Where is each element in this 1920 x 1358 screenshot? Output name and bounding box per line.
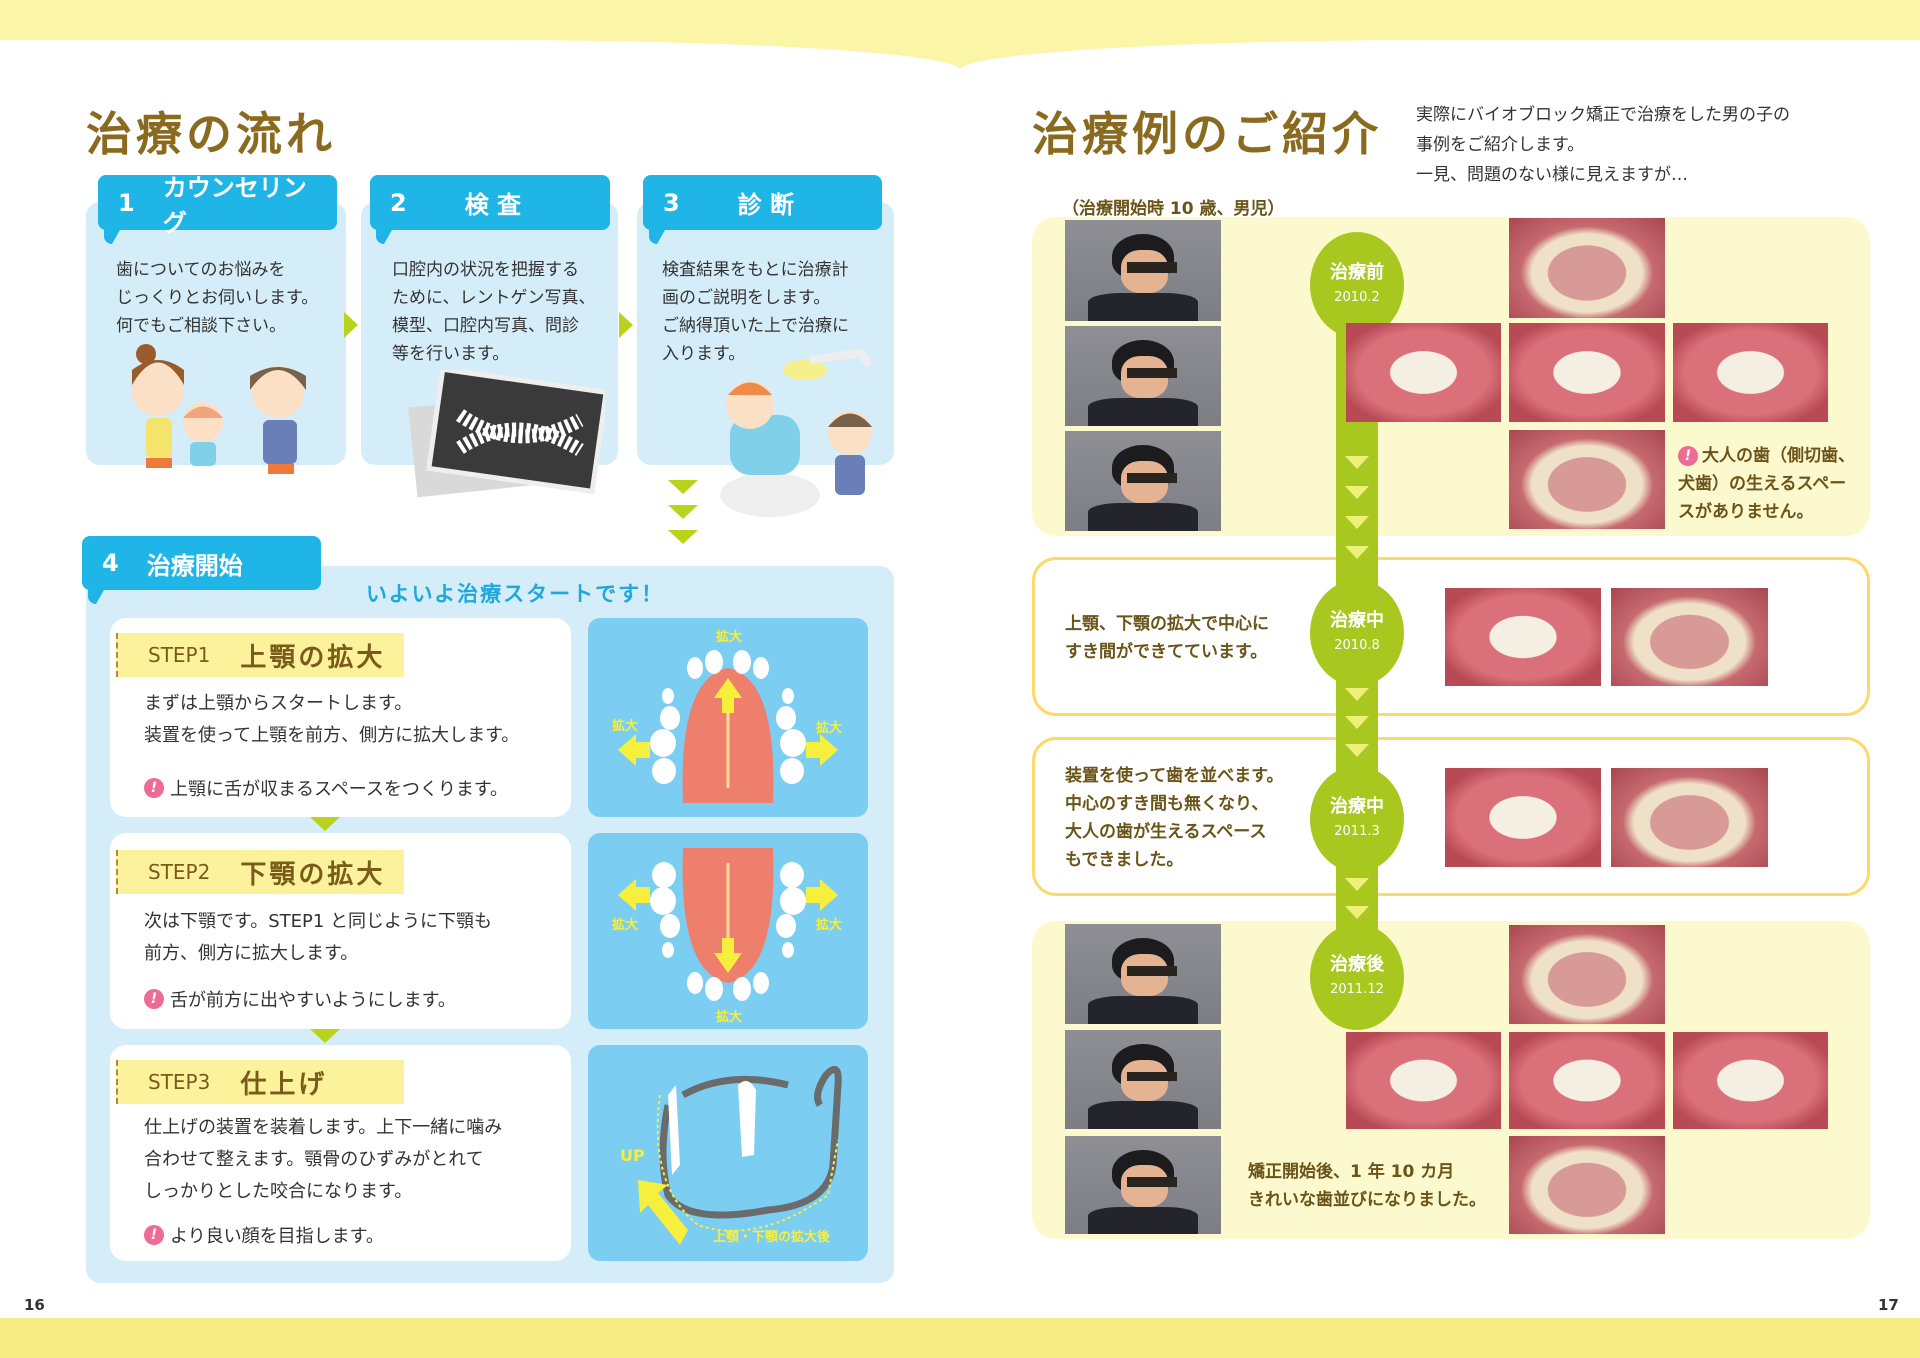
teeth-photo-front [1445, 768, 1601, 867]
page-number: 16 [24, 1296, 45, 1314]
timeline-arrow-icon [1345, 906, 1369, 919]
bottom-band [0, 1318, 1920, 1358]
before-note: ! 大人の歯（側切歯、犬歯）の生えるスペースがありません。 [1678, 446, 1855, 522]
page-title: 治療例のご紹介 [1032, 107, 1382, 161]
exclamation-icon: ! [144, 778, 164, 798]
expand-label: 拡大 [716, 629, 742, 645]
timeline-arrow-icon [1345, 486, 1369, 499]
intro-text: 実際にバイオブロック矯正で治療をした男の子の事例をご紹介します。一見、問題のない… [1416, 105, 1790, 185]
page-title: 治療の流れ [86, 107, 336, 161]
step1-text: まずは上顎からスタートします。装置を使って上顎を前方、側方に拡大します。 [144, 693, 520, 746]
teeth-photo-lower [1509, 430, 1665, 529]
face-photo-three-quarter [1065, 326, 1221, 426]
expand-label: 拡大 [716, 1009, 742, 1025]
card-text: 歯についてのお悩みをじっくりとお伺いします。何でもご相談下さい。 [116, 260, 319, 336]
expand-label: 拡大 [816, 917, 842, 933]
jaw-profile-diagram: UP 上顎・下顎の拡大後 [588, 1045, 868, 1261]
timeline-arrow-icon [1345, 716, 1369, 729]
during-2-text: 装置を使って歯を並べます。中心のすき間も無くなり、大人の歯が生えるスペースもでき… [1065, 766, 1284, 870]
next-arrow-icon [619, 312, 633, 338]
down-arrow-icon [668, 530, 698, 544]
timeline-arrow-icon [1345, 744, 1369, 757]
card-text: 口腔内の状況を把握するために、レントゲン写真、模型、口腔内写真、問診等を行います… [392, 260, 596, 364]
page-number: 17 [1878, 1296, 1899, 1314]
exclamation-icon: ! [144, 1225, 164, 1245]
step2-text: 次は下顎です。STEP1 と同じように下顎も前方、側方に拡大します。 [144, 911, 493, 964]
step2-note: !舌が前方に出やすいようにします。 [144, 986, 456, 1012]
expand-label: 拡大 [612, 917, 638, 933]
expand-label: 拡大 [816, 720, 842, 736]
section-subtitle: いよいよ治療スタートです！ [366, 582, 665, 606]
face-photo-three-quarter [1065, 1030, 1221, 1129]
timeline-arrow-icon [1345, 688, 1369, 701]
teeth-photo-front [1445, 588, 1601, 686]
upper-jaw-diagram: 拡大 拡大 拡大 [588, 618, 868, 817]
timeline-arrow-icon [1345, 516, 1369, 529]
teeth-photo-upper [1611, 768, 1768, 867]
card-text: 検査結果をもとに治療計画のご説明をします。ご納得頂いた上で治療に入ります。 [662, 260, 849, 364]
face-photo-profile [1065, 220, 1221, 321]
timeline-arrow-icon [1345, 456, 1369, 469]
down-arrow-icon [668, 505, 698, 519]
patient-info: （治療開始時 10 歳、男児） [1062, 199, 1285, 219]
teeth-photo-upper [1509, 218, 1665, 318]
down-arrow-icon [310, 817, 340, 831]
teeth-photo-left [1673, 323, 1828, 422]
exclamation-icon: ! [1678, 446, 1698, 466]
step3-text: 仕上げの装置を装着します。上下一緒に噛み合わせて整えます。顎骨のひずみがとれてし… [144, 1117, 503, 1202]
teeth-photo-lower [1509, 1136, 1665, 1234]
teeth-photo-right [1346, 323, 1501, 422]
face-photo-profile [1065, 924, 1221, 1024]
after-text: 矯正開始後、1 年 10 カ月きれいな歯並びになりました。 [1248, 1162, 1486, 1210]
expand-label: 拡大 [612, 718, 638, 734]
teeth-photo-right [1346, 1032, 1501, 1129]
down-arrow-icon [668, 480, 698, 494]
step1-note: !上顎に舌が収まるスペースをつくります。 [144, 775, 508, 801]
face-photo-front [1065, 431, 1221, 531]
timeline-arrow-icon [1345, 878, 1369, 891]
teeth-photo-left [1673, 1032, 1828, 1129]
teeth-photo-front [1509, 1032, 1665, 1129]
lower-jaw-diagram: 拡大 拡大 拡大 [588, 833, 868, 1029]
face-photo-front [1065, 1136, 1221, 1234]
timeline-arrow-icon [1345, 546, 1369, 559]
teeth-photo-front [1509, 323, 1665, 422]
teeth-photo-upper [1509, 925, 1665, 1024]
step3-note: !より良い顔を目指します。 [144, 1222, 384, 1248]
next-arrow-icon [344, 312, 358, 338]
xray-illustration [408, 370, 605, 498]
counseling-illustration [132, 344, 306, 474]
up-label: UP [620, 1146, 645, 1165]
teeth-photo-upper [1611, 588, 1768, 686]
dentist-illustration [720, 348, 874, 517]
exclamation-icon: ! [144, 989, 164, 1009]
after-expansion-label: 上顎・下顎の拡大後 [713, 1229, 831, 1245]
during-1-text: 上顎、下顎の拡大で中心にすき間ができてています。 [1065, 614, 1269, 662]
down-arrow-icon [310, 1029, 340, 1043]
